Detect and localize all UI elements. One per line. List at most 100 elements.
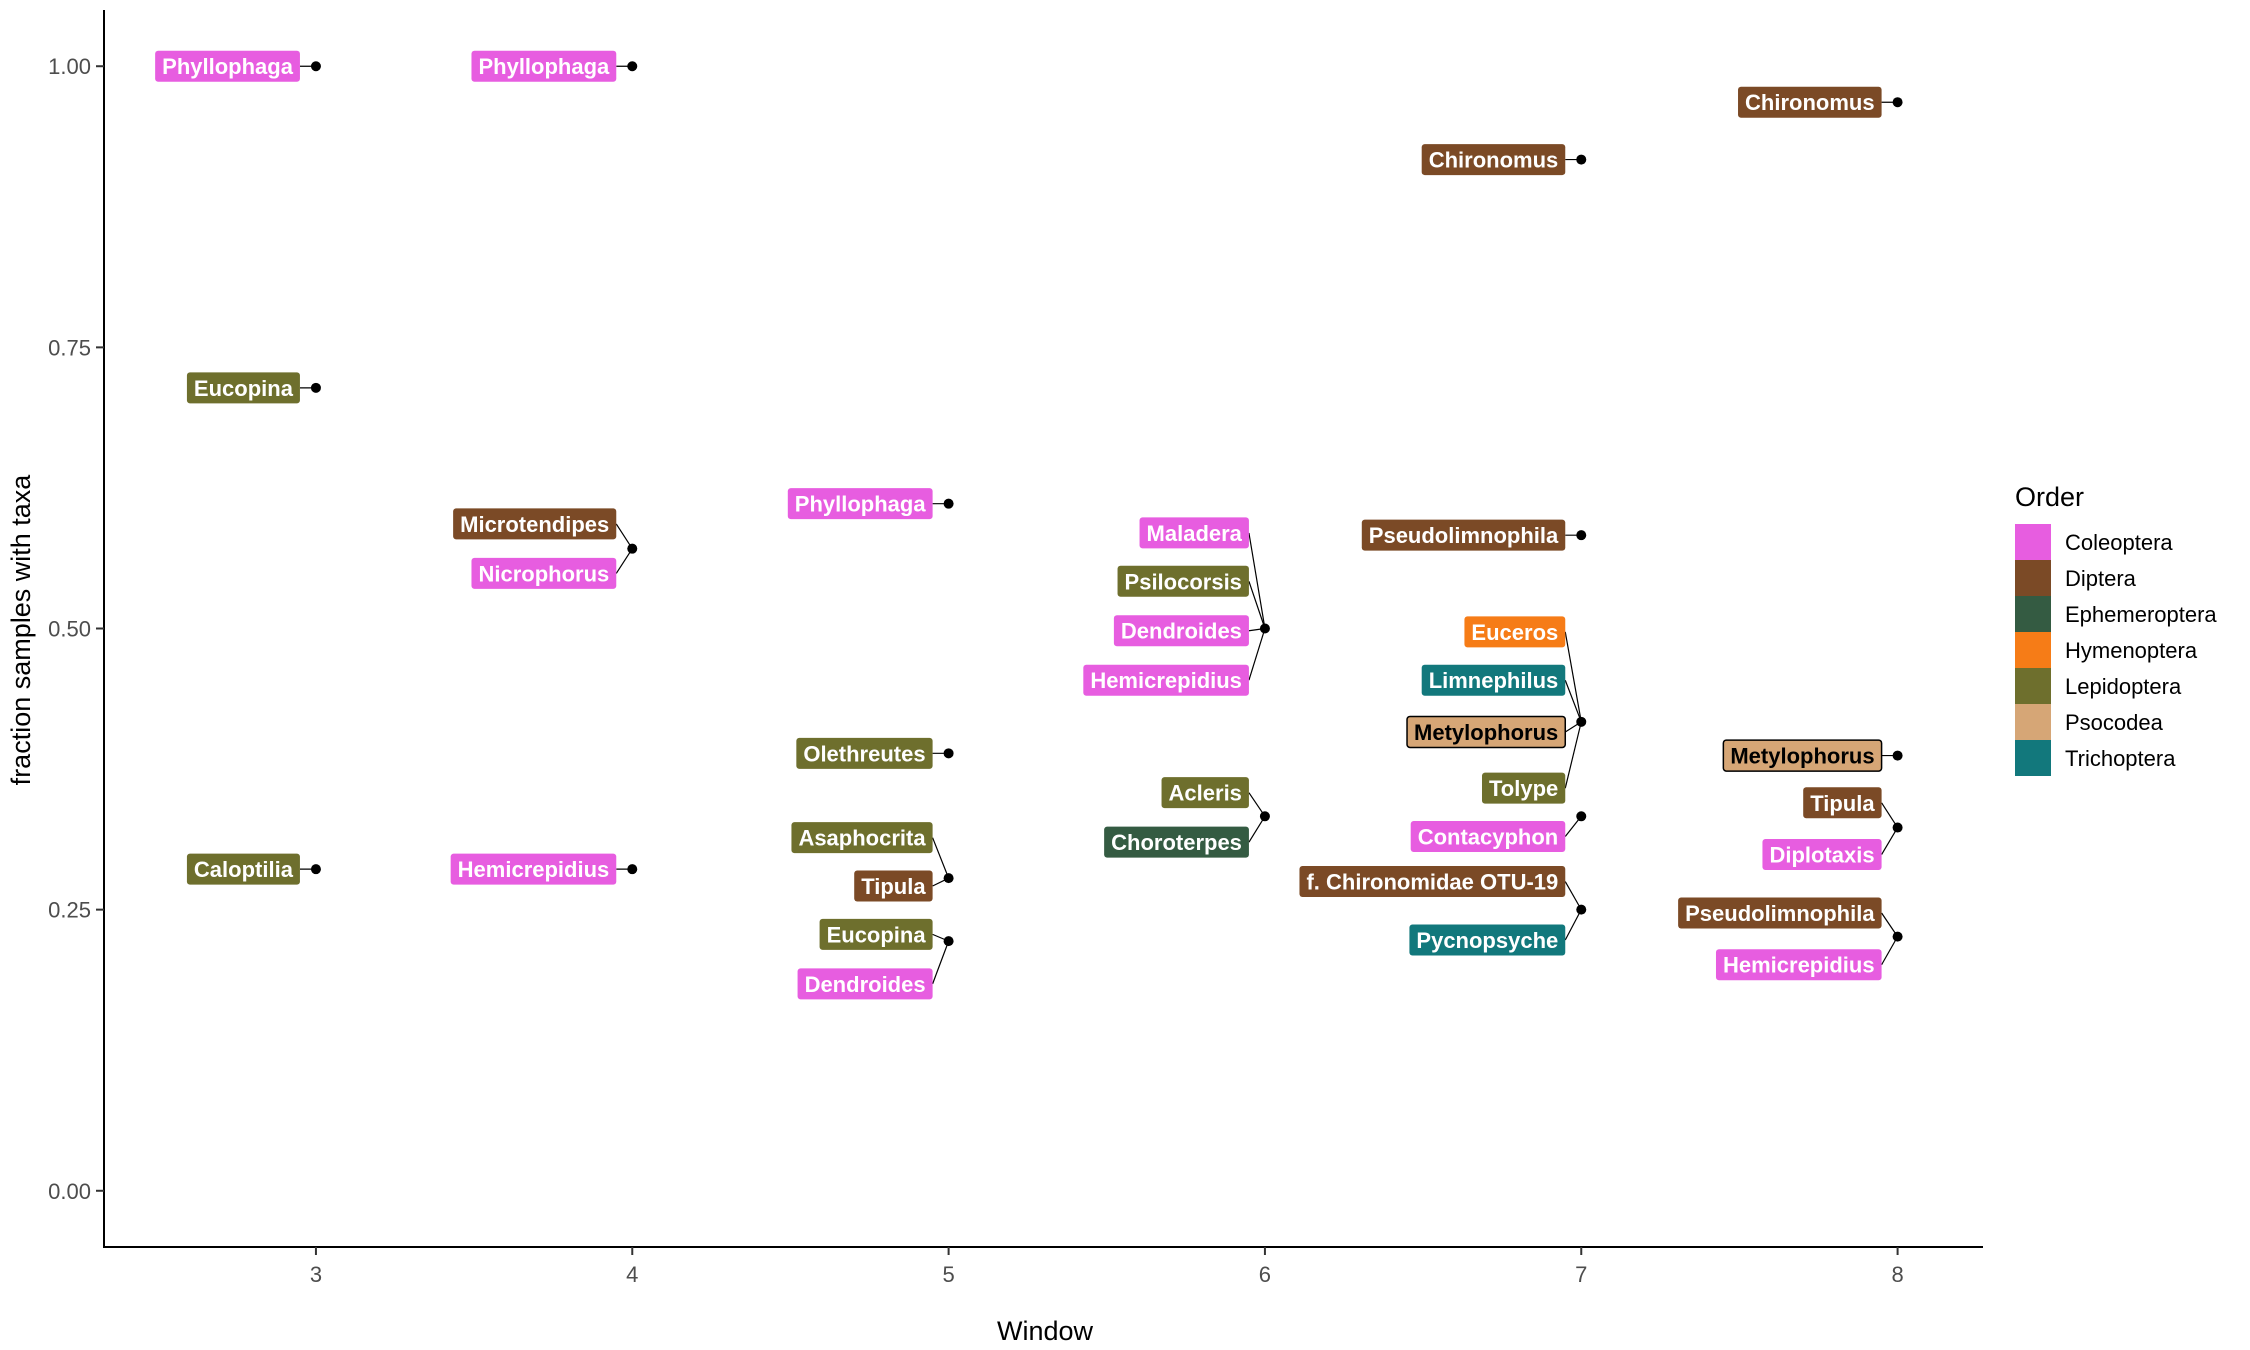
label-text: Chironomus: [1745, 90, 1875, 115]
data-point: [1892, 750, 1903, 761]
label-hemicrepidius: Hemicrepidius: [1715, 949, 1882, 981]
label-limnephilus: Limnephilus: [1421, 664, 1566, 696]
label-box: [791, 822, 933, 854]
legend-entry-label: Hymenoptera: [2065, 638, 2198, 663]
label-f-chironomidae-otu-19: f. Chironomidae OTU-19: [1299, 866, 1566, 898]
label-box: [1113, 615, 1249, 647]
label-dendroides: Dendroides: [797, 968, 933, 1000]
label-text: Hemicrepidius: [458, 857, 610, 882]
label-text: Eucopina: [827, 922, 927, 947]
x-tick-label: 6: [1259, 1262, 1271, 1287]
points: [310, 61, 1903, 947]
data-point: [943, 936, 954, 947]
data-point: [1259, 811, 1270, 822]
label-box: [819, 918, 933, 950]
leader-line: [1881, 827, 1899, 855]
legend-entry-label: Psocodea: [2065, 710, 2164, 735]
label-text: Eucopina: [194, 376, 294, 401]
label-phyllophaga: Phyllophaga: [787, 488, 933, 520]
label-text: Metylophorus: [1414, 720, 1558, 745]
label-text: Contacyphon: [1418, 825, 1559, 850]
label-box: [155, 50, 300, 82]
label-pseudolimnophila: Pseudolimnophila: [1361, 519, 1566, 551]
label-text: Nicrophorus: [478, 561, 609, 586]
label-metylophorus: Metylophorus: [1722, 739, 1883, 772]
leader-line: [1564, 680, 1582, 723]
label-dendroides: Dendroides: [1113, 615, 1249, 647]
label-box: [471, 557, 617, 589]
label-text: Pycnopsyche: [1416, 928, 1558, 953]
leader-line: [1881, 936, 1899, 966]
label-box: [450, 853, 617, 885]
label-box: [453, 508, 617, 540]
x-tick-label: 3: [310, 1262, 322, 1287]
legend-swatch: [2015, 596, 2051, 632]
x-tick-label: 4: [626, 1262, 638, 1287]
data-point: [1576, 154, 1587, 165]
data-point: [627, 543, 638, 554]
label-metylophorus: Metylophorus: [1406, 715, 1567, 749]
leader-line: [1564, 909, 1582, 941]
label-box: [1139, 517, 1249, 549]
label-box: [1722, 739, 1883, 772]
label-box: [1762, 839, 1882, 871]
data-point: [943, 748, 954, 759]
label-box: [1481, 772, 1566, 804]
data-point: [1892, 931, 1903, 942]
label-text: Pseudolimnophila: [1369, 523, 1559, 548]
data-point: [310, 864, 321, 875]
label-text: Asaphocrita: [798, 826, 926, 851]
data-point: [1576, 530, 1587, 541]
label-pycnopsyche: Pycnopsyche: [1409, 924, 1566, 956]
x-tick-label: 7: [1575, 1262, 1587, 1287]
label-phyllophaga: Phyllophaga: [155, 50, 300, 82]
label-maladera: Maladera: [1139, 517, 1249, 549]
label-box: [1299, 866, 1566, 898]
label-chironomus: Chironomus: [1738, 86, 1882, 118]
legend-swatch: [2015, 668, 2051, 704]
label-microtendipes: Microtendipes: [453, 508, 617, 540]
label-tipula: Tipula: [854, 870, 933, 902]
leader-line: [1248, 581, 1266, 629]
data-point: [310, 61, 321, 72]
label-asaphocrita: Asaphocrita: [791, 822, 933, 854]
legend-swatch: [2015, 632, 2051, 668]
label-text: Dendroides: [1121, 619, 1242, 644]
y-axis-title: fraction samples with taxa: [6, 474, 36, 786]
label-eucopina: Eucopina: [186, 372, 300, 404]
x-axis-title: Window: [997, 1316, 1094, 1346]
label-text: Euceros: [1471, 620, 1558, 645]
label-box: [1421, 664, 1566, 696]
y-tick-label: 0.25: [48, 898, 91, 923]
data-point: [1576, 811, 1587, 822]
label-text: Acleris: [1169, 781, 1242, 806]
label-text: Tipula: [1810, 791, 1875, 816]
y-tick-label: 0.50: [48, 617, 91, 642]
axes: [103, 10, 1983, 1248]
legend-swatch: [2015, 524, 2051, 560]
data-point: [943, 873, 954, 884]
y-tick-label: 1.00: [48, 54, 91, 79]
label-text: f. Chironomidae OTU-19: [1306, 870, 1558, 895]
label-text: Caloptilia: [194, 857, 294, 882]
leader-line: [1564, 881, 1582, 910]
label-euceros: Euceros: [1464, 616, 1566, 648]
legend-entry-label: Lepidoptera: [2065, 674, 2182, 699]
label-text: Maladera: [1147, 521, 1243, 546]
label-text: Hemicrepidius: [1723, 953, 1875, 978]
label-text: Tipula: [861, 874, 926, 899]
label-tolype: Tolype: [1481, 772, 1566, 804]
leader-line: [932, 940, 950, 985]
label-diplotaxis: Diplotaxis: [1762, 839, 1882, 871]
label-text: Psilocorsis: [1125, 569, 1242, 594]
label-box: [796, 737, 933, 769]
label-box: [1715, 949, 1882, 981]
label-text: Metylophorus: [1730, 744, 1874, 769]
label-box: [1083, 664, 1249, 696]
label-hemicrepidius: Hemicrepidius: [1083, 664, 1249, 696]
legend: Order ColeopteraDipteraEphemeropteraHyme…: [2015, 482, 2217, 776]
label-box: [787, 488, 933, 520]
data-point: [627, 61, 638, 72]
label-text: Phyllophaga: [162, 54, 294, 79]
